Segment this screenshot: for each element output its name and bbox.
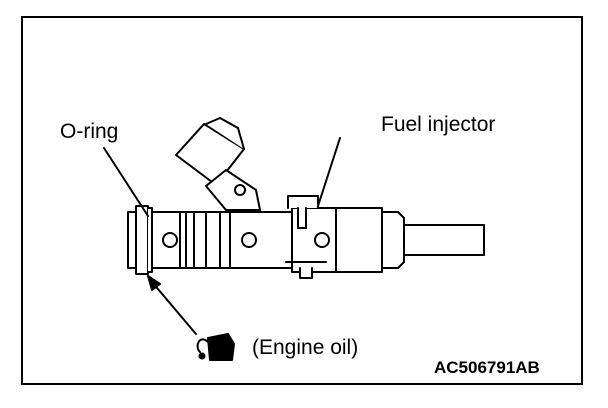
injector-body <box>147 117 383 279</box>
figure-frame <box>21 16 583 385</box>
engine-oil-label: (Engine oil) <box>252 336 359 359</box>
figure-code-label: AC506791AB <box>434 358 540 377</box>
oil-can-icon <box>196 333 235 361</box>
fuel-injector-leader-line <box>317 137 341 207</box>
o-ring <box>127 205 153 275</box>
fuel-injector-label: Fuel injector <box>381 113 496 136</box>
injector-outlet-tube <box>377 211 485 269</box>
leader-lines <box>103 137 341 217</box>
o-ring-leader-line <box>103 147 149 217</box>
apply-oil-arrow <box>147 275 197 335</box>
o-ring-label: O-ring <box>60 120 119 143</box>
